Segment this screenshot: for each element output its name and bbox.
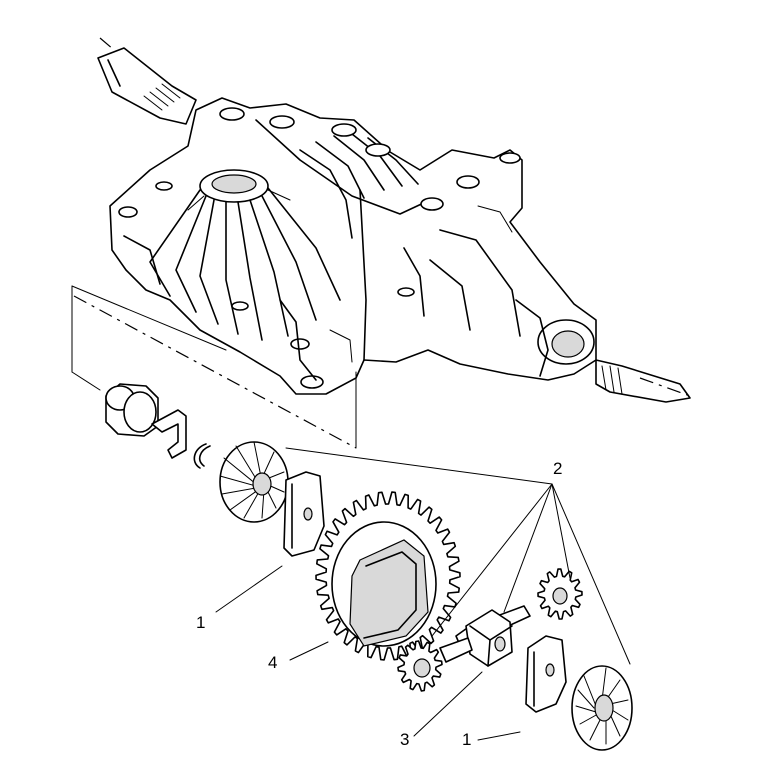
left-axle-shaft xyxy=(97,37,197,125)
section-outline xyxy=(71,285,357,449)
thrust-washer-right xyxy=(525,635,567,713)
callout-4: 4 xyxy=(268,653,277,672)
cross-shaft xyxy=(439,605,531,667)
side-gear-right xyxy=(571,665,633,751)
callout-2: 2 xyxy=(553,459,562,478)
pinion-gear-upper xyxy=(537,568,583,620)
right-axle-shaft xyxy=(595,359,691,403)
retaining-ring xyxy=(193,443,211,469)
callout-3: 3 xyxy=(400,730,409,749)
pinion-gear-lower xyxy=(397,640,443,692)
snap-clip xyxy=(151,409,187,459)
thrust-washer-left xyxy=(283,471,325,557)
transaxle-housing xyxy=(109,97,597,395)
leader-lines xyxy=(215,447,631,741)
side-gear-left xyxy=(219,441,289,523)
callout-1-right: 1 xyxy=(462,730,471,749)
callout-1-left: 1 xyxy=(196,613,205,632)
bushing xyxy=(105,383,159,437)
ring-gear xyxy=(315,491,461,661)
